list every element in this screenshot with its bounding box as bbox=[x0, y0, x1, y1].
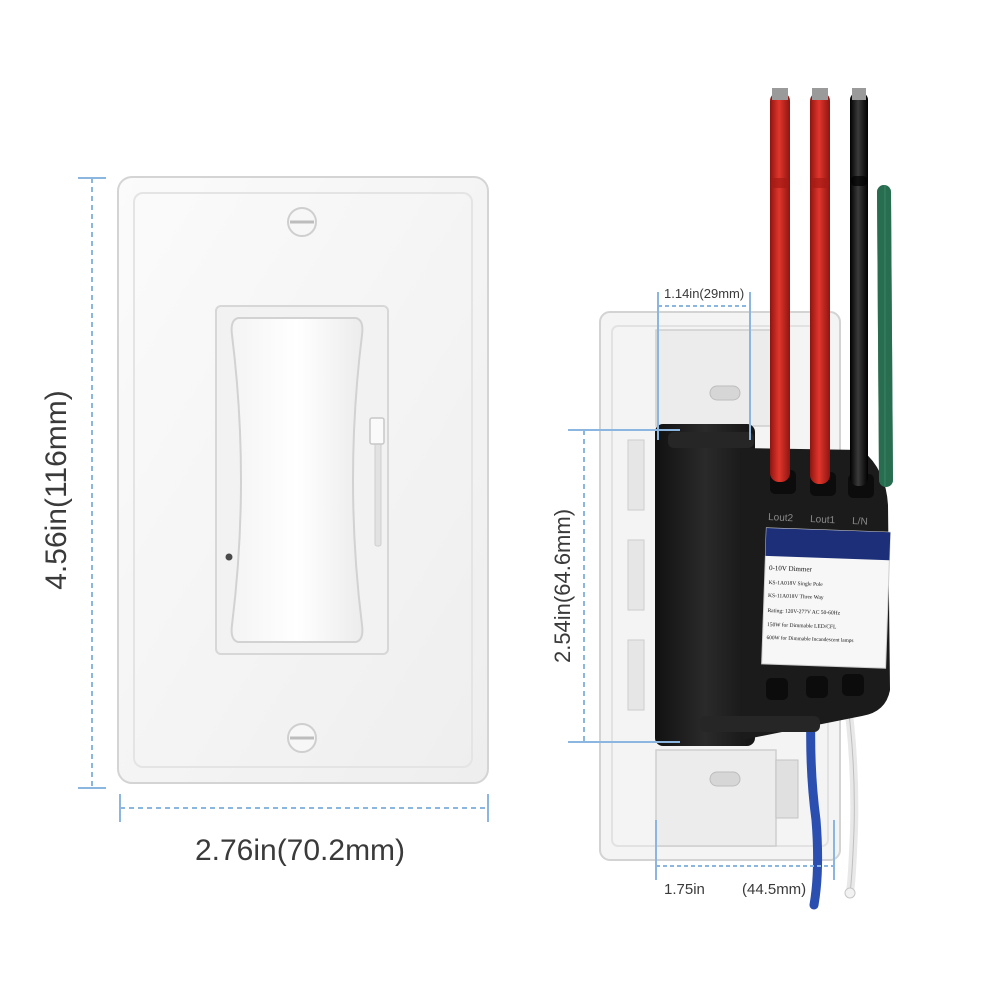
side-width-in-label: 1.75in bbox=[664, 881, 705, 898]
terminal-lout2-label: Lout2 bbox=[768, 512, 794, 524]
product-label: 0-10V Dimmer KS-1A018V Single Pole KS-11… bbox=[761, 527, 891, 669]
black-wire-line bbox=[850, 88, 868, 486]
side-width-dimension: 1.75in (44.5mm) bbox=[655, 820, 835, 898]
top-screw-icon bbox=[287, 207, 317, 237]
label-load2: 600W for Dimmable Incandescent lamps bbox=[766, 634, 853, 644]
rocker-paddle[interactable] bbox=[230, 317, 364, 643]
front-width-dimension: 2.76in(70.2mm) bbox=[119, 794, 489, 867]
label-load1: 150W for Dimmable LED/CFL bbox=[767, 621, 837, 630]
side-height-dimension: 2.54in(64.6mm) bbox=[550, 429, 680, 743]
front-wall-plate bbox=[117, 176, 489, 784]
front-height-label: 4.56in(116mm) bbox=[40, 390, 73, 590]
terminal-lout1-label: Lout1 bbox=[810, 514, 836, 526]
label-band bbox=[765, 527, 891, 561]
side-height-label: 2.54in(64.6mm) bbox=[550, 509, 575, 663]
led-indicator bbox=[225, 553, 233, 561]
label-line1: KS-1A018V Single Pole bbox=[768, 580, 823, 588]
bottom-screw-icon bbox=[287, 723, 317, 753]
side-depth-label: 1.14in(29mm) bbox=[664, 286, 744, 301]
green-ground-wire bbox=[877, 185, 893, 487]
label-title: 0-10V Dimmer bbox=[769, 564, 813, 574]
front-height-dimension: 4.56in(116mm) bbox=[40, 177, 106, 789]
side-depth-dimension: 1.14in(29mm) bbox=[657, 286, 751, 440]
label-line2: KS-11A018V Three Way bbox=[768, 593, 824, 601]
label-rating: Rating: 120V-277V AC 50-60Hz bbox=[767, 608, 840, 617]
front-width-label: 2.76in(70.2mm) bbox=[195, 834, 405, 867]
side-width-mm-label: (44.5mm) bbox=[742, 881, 806, 898]
red-wire-lout1 bbox=[810, 88, 830, 484]
red-wire-lout2 bbox=[770, 88, 790, 482]
terminal-line-label: L/N bbox=[852, 516, 868, 528]
dimming-slider[interactable] bbox=[369, 417, 385, 547]
